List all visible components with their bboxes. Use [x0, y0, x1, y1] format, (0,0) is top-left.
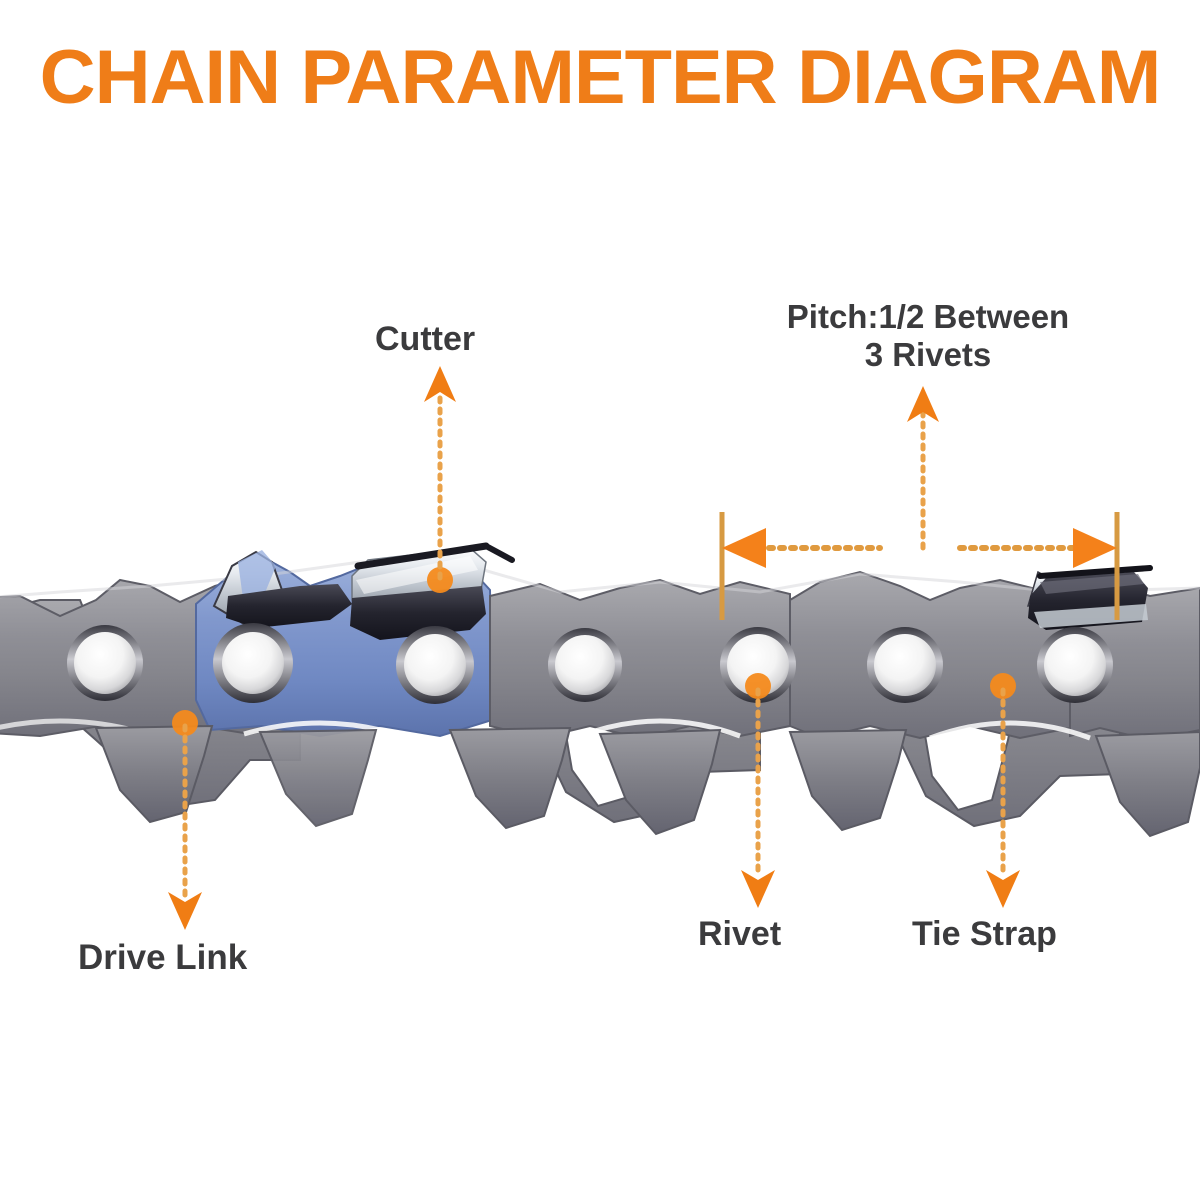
- rivet: [67, 625, 143, 701]
- rivet-anchor-dot: [745, 673, 771, 699]
- tie-strap-anchor-dot: [990, 673, 1016, 699]
- drive-link-anchor-dot: [172, 710, 198, 736]
- label-tie-strap: Tie Strap: [912, 915, 1057, 953]
- pitch-dimension-line: [719, 512, 1120, 620]
- rivet: [548, 628, 622, 702]
- drive-link-tang: [788, 728, 908, 832]
- label-pitch-line1: Pitch:1/2 Between: [786, 298, 1070, 335]
- arrow-left-icon: [722, 528, 766, 568]
- leader-rivet: [741, 673, 775, 908]
- drive-link-tang: [1094, 730, 1200, 838]
- rivet: [720, 627, 796, 703]
- arrow-down-icon: [741, 870, 775, 908]
- drive-link-tang-group: [94, 724, 1200, 838]
- page-title: CHAIN PARAMETER DIAGRAM: [39, 35, 1162, 120]
- rivet: [396, 626, 474, 704]
- arrow-up-icon: [424, 366, 456, 402]
- arrow-down-icon: [168, 892, 202, 930]
- chain-top-edges: [0, 560, 1200, 599]
- depth-gauge: [226, 584, 352, 628]
- cutter-side-plate: [350, 586, 486, 640]
- rivet-group: [67, 623, 1113, 704]
- leader-pitch: [907, 386, 939, 551]
- label-drive-link: Drive Link: [78, 938, 248, 977]
- label-rivet: Rivet: [698, 915, 782, 953]
- arrow-right-icon: [1073, 528, 1117, 568]
- cutter-tooth: [212, 542, 515, 640]
- drive-link-tang: [448, 726, 572, 830]
- leader-tie-strap: [986, 673, 1020, 908]
- arrow-down-icon: [986, 870, 1020, 908]
- label-pitch-line2: 3 Rivets: [864, 335, 992, 373]
- leader-drive-link: [168, 710, 202, 930]
- rivet: [1037, 627, 1113, 703]
- label-cutter: Cutter: [375, 320, 476, 358]
- chain-assembly: [0, 542, 1200, 838]
- rivet: [213, 623, 293, 703]
- drive-link-tang: [258, 728, 378, 828]
- leader-cutter: [424, 366, 456, 593]
- rivet: [867, 627, 943, 703]
- arrow-up-icon: [907, 386, 939, 422]
- drive-link-tang: [598, 728, 722, 836]
